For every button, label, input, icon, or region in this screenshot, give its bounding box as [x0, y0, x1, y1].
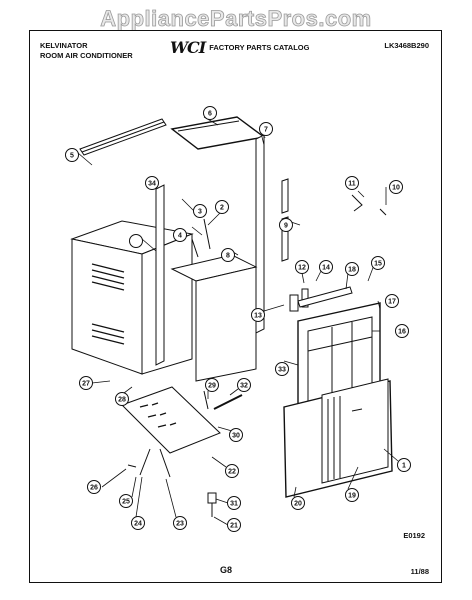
callout-4: 4	[178, 233, 182, 240]
callout-6: 6	[208, 111, 212, 118]
callout-1: 1	[402, 463, 406, 470]
callout-27: 27	[82, 381, 90, 388]
screw-part	[191, 238, 199, 258]
watermark: AppliancePartsPros.com	[100, 6, 372, 32]
callout-7: 7	[264, 127, 268, 134]
callout-19: 19	[348, 493, 356, 500]
inner-frame-part	[155, 184, 258, 382]
hardware-part	[207, 492, 217, 517]
model-number: LK3468B290	[384, 41, 429, 50]
brand-block: KELVINATOR ROOM AIR CONDITIONER	[40, 41, 133, 61]
callout-2: 2	[220, 205, 224, 212]
callout-circles	[65, 106, 411, 532]
callout-15: 15	[374, 261, 382, 268]
callout-3: 3	[198, 209, 202, 216]
callout-34: 34	[148, 181, 156, 188]
callout-13: 13	[254, 313, 262, 320]
catalog-heading: WCI FACTORY PARTS CATALOG	[170, 38, 309, 57]
callout-28: 28	[118, 397, 126, 404]
pivot-part	[127, 448, 171, 478]
callout-14: 14	[322, 265, 330, 272]
wci-logo: WCI	[170, 38, 206, 57]
callout-18: 18	[348, 267, 356, 274]
callout-30: 30	[232, 433, 240, 440]
callout-32: 32	[240, 383, 248, 390]
catalog-title: FACTORY PARTS CATALOG	[209, 43, 310, 52]
page-number: G8	[220, 565, 233, 575]
bracket-part	[351, 194, 387, 216]
callout-21: 21	[230, 523, 238, 530]
callout-22: 22	[228, 469, 236, 476]
callout-26: 26	[90, 485, 98, 492]
catalog-sheet: KELVINATOR ROOM AIR CONDITIONER WCI FACT…	[29, 30, 442, 583]
rail-part	[297, 286, 353, 308]
callout-23: 23	[176, 521, 184, 528]
brand-name: KELVINATOR	[40, 41, 88, 50]
callout-25: 25	[122, 499, 130, 506]
rod-part	[213, 394, 243, 410]
drawing-code: E0192	[403, 531, 425, 540]
callout-24: 24	[134, 521, 142, 528]
exploded-parts-diagram: 5 6 7 34 3 2 4 8 9 11 10 12 14 18 15 13 …	[32, 69, 438, 579]
callout-8: 8	[226, 253, 230, 260]
callout-5: 5	[70, 153, 74, 160]
callout-33: 33	[278, 367, 286, 374]
screw-part	[203, 390, 209, 410]
callout-10: 10	[392, 185, 400, 192]
front-panel-part	[283, 378, 393, 498]
product-line: ROOM AIR CONDITIONER	[40, 51, 133, 60]
callout-29: 29	[208, 383, 216, 390]
callout-17: 17	[388, 299, 396, 306]
callout-12: 12	[298, 265, 306, 272]
callout-9: 9	[284, 223, 288, 230]
callout-31: 31	[230, 501, 238, 508]
callout-20: 20	[294, 501, 302, 508]
control-panel-part	[121, 386, 221, 454]
revision-date: 11/88	[410, 567, 429, 576]
callout-11: 11	[348, 181, 356, 188]
side-channel-part	[255, 134, 265, 334]
top-rail-part	[79, 118, 167, 156]
top-frame-part	[170, 116, 266, 150]
callout-16: 16	[398, 329, 406, 336]
screw-part	[203, 218, 211, 250]
